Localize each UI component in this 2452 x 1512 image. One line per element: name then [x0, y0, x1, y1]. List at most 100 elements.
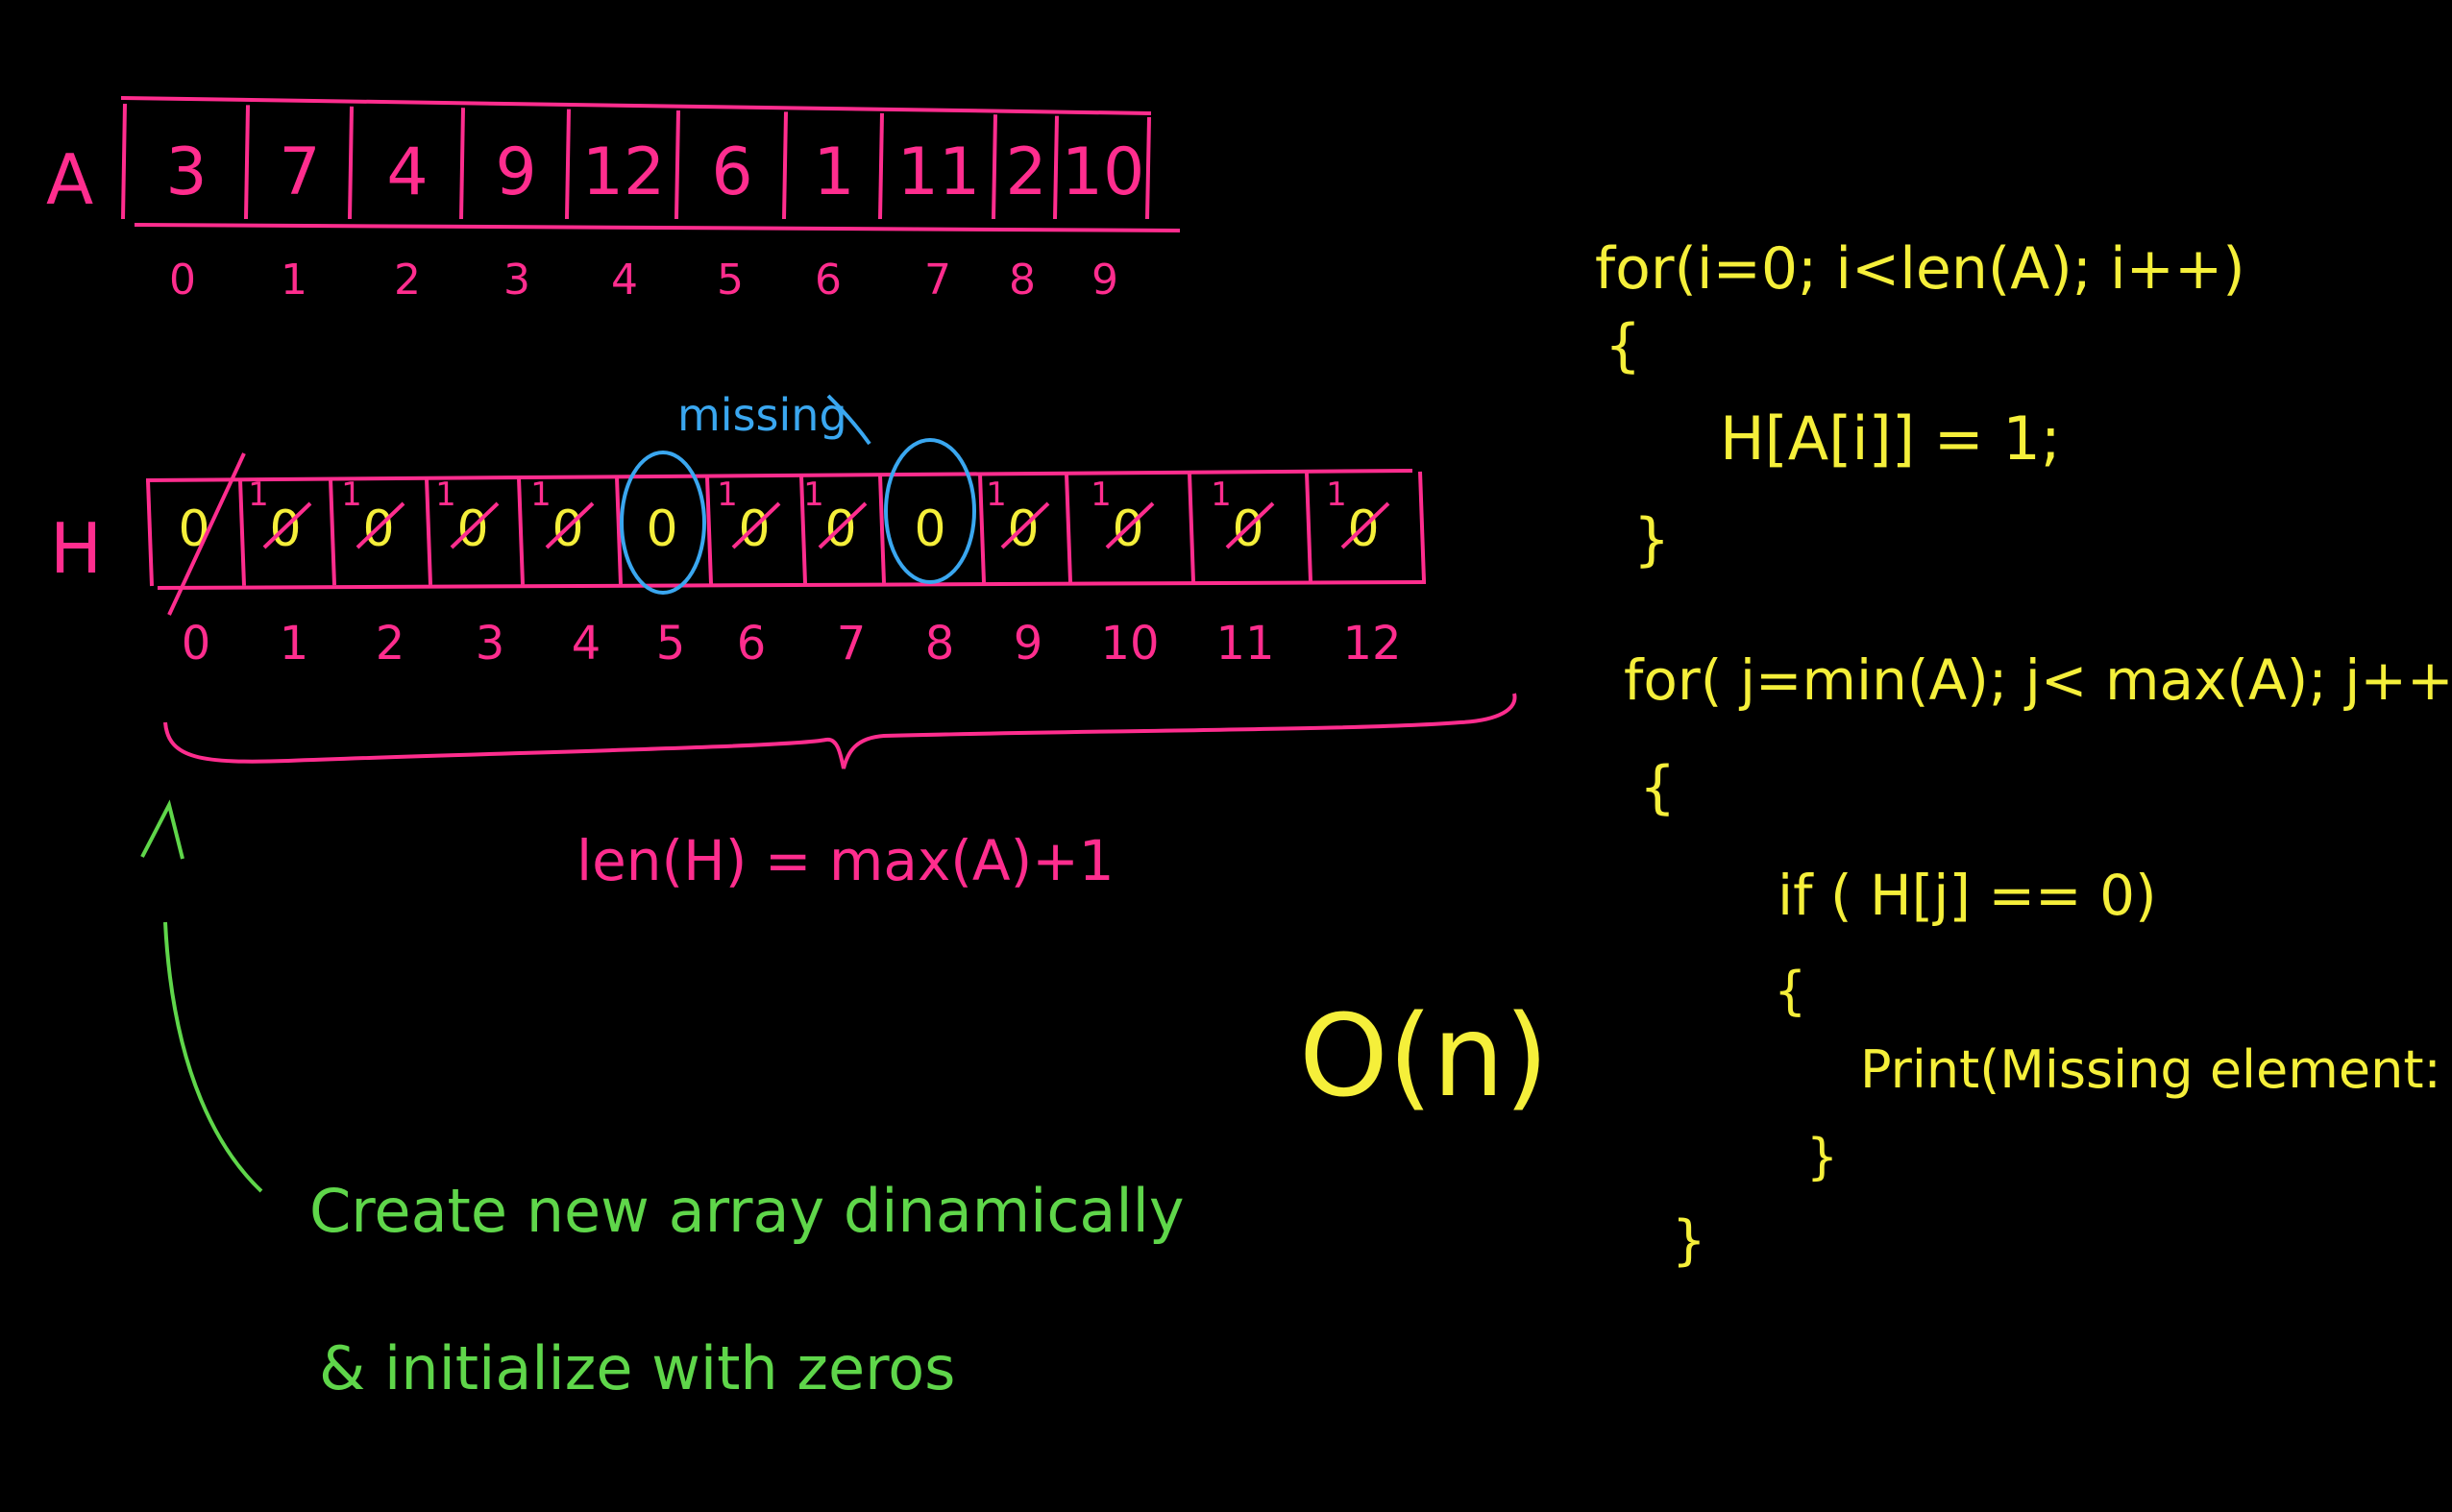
- array-a-index: 3: [503, 256, 530, 305]
- array-h-divider: [799, 476, 807, 584]
- array-h-strike: [818, 501, 868, 549]
- array-a-value: 9: [495, 134, 536, 210]
- array-h-mark: 1: [986, 476, 1007, 514]
- array-a-divider: [674, 110, 680, 220]
- array-a-divider: [121, 103, 127, 220]
- array-h-index: 1: [280, 617, 309, 671]
- array-h-mark: 1: [1211, 476, 1232, 514]
- array-a-divider: [1145, 116, 1151, 220]
- array-h-value: 0: [914, 500, 945, 558]
- array-a-divider: [782, 111, 788, 220]
- code-line-4: }: [1633, 506, 1670, 573]
- array-a-divider: [878, 112, 884, 220]
- array-h-divider: [329, 478, 336, 586]
- missing-circle-8: [884, 438, 976, 584]
- array-h-index: 8: [925, 617, 955, 671]
- array-a-value: 3: [165, 134, 207, 210]
- array-a-name: A: [46, 139, 93, 220]
- array-h-index: 4: [572, 617, 601, 671]
- array-h-index: 2: [376, 617, 405, 671]
- array-a-index: 8: [1009, 256, 1036, 305]
- array-h-strike: [1340, 501, 1390, 549]
- array-h-box: [145, 469, 1427, 590]
- array-h-divider: [1305, 472, 1312, 582]
- array-a-value: 2: [1005, 134, 1046, 210]
- array-h-index: 9: [1014, 617, 1043, 671]
- array-a-value: 12: [582, 134, 666, 210]
- code-line-7: if ( H[j] == 0): [1778, 863, 2157, 928]
- array-a-index: 6: [815, 256, 842, 305]
- code-line-2: {: [1605, 312, 1641, 379]
- array-h-index: 6: [737, 617, 767, 671]
- code-line-5: for( j=min(A); j< max(A); j++): [1624, 647, 2452, 713]
- array-a-index: 4: [611, 256, 638, 305]
- array-h-mark: 1: [248, 476, 269, 514]
- array-a-value: 4: [386, 134, 428, 210]
- array-a-top-edge: [120, 96, 1152, 115]
- array-h-index: 12: [1342, 617, 1401, 671]
- array-h-index: 3: [476, 617, 505, 671]
- note-line-1: Create new array dinamically: [309, 1176, 1185, 1246]
- array-a-value: 1: [813, 134, 854, 210]
- length-brace: [163, 693, 1517, 769]
- array-h-value: 0: [646, 500, 677, 558]
- array-h-divider: [878, 475, 886, 583]
- array-a-index: 2: [394, 256, 421, 305]
- code-block: for(i=0; i<len(A); i++) { H[A[i]] = 1; }…: [1595, 235, 2452, 1272]
- array-a-bottom-edge: [134, 223, 1181, 232]
- array-a-divider: [459, 108, 465, 220]
- array-h-divider: [517, 477, 525, 585]
- code-line-1: for(i=0; i<len(A); i++): [1595, 235, 2245, 303]
- array-h-strike: [1105, 501, 1155, 549]
- missing-label: missing: [677, 389, 847, 441]
- array-a-index: 1: [281, 256, 307, 305]
- array-a-index: 7: [924, 256, 951, 305]
- array-h-index: 7: [837, 617, 867, 671]
- note-arrow-head: [140, 799, 184, 860]
- code-line-6: {: [1639, 754, 1676, 821]
- array-h-divider: [1188, 473, 1195, 582]
- array-h-strike: [450, 501, 500, 549]
- array-a-value: 7: [279, 134, 320, 210]
- array-a-index: 9: [1091, 256, 1118, 305]
- array-h-top-edge: [145, 469, 1413, 482]
- array-a-box: [120, 96, 1181, 232]
- array-h-divider: [146, 479, 154, 587]
- array-h-divider: [238, 479, 246, 586]
- array-a-value: 6: [711, 134, 752, 210]
- code-line-11: }: [1672, 1209, 1706, 1272]
- code-line-8: {: [1774, 961, 1806, 1021]
- array-a-divider: [244, 105, 250, 220]
- complexity-label: O(n): [1299, 989, 1549, 1122]
- array-h-mark: 1: [1091, 476, 1112, 514]
- array-a-value: 10: [1062, 134, 1145, 210]
- note-arrow: [163, 921, 263, 1193]
- array-a-index: 0: [169, 256, 196, 305]
- array-h-index: 5: [656, 617, 686, 671]
- note-line-2: & initialize with zeros: [319, 1333, 955, 1403]
- array-a-divider: [348, 106, 354, 220]
- array-h-index: 11: [1215, 617, 1274, 671]
- array-h-value: 0: [178, 500, 209, 558]
- missing-circle-5: [620, 451, 706, 595]
- array-h-strike: [356, 501, 405, 549]
- array-h-divider: [705, 476, 713, 584]
- array-h-divider: [1065, 473, 1072, 583]
- array-h-strike: [262, 501, 312, 549]
- array-h-divider: [425, 477, 432, 585]
- array-h-divider: [1418, 471, 1426, 581]
- array-h-index: 10: [1100, 617, 1159, 671]
- array-h-strike: [1225, 501, 1275, 549]
- array-h-mark: 1: [803, 476, 824, 514]
- array-h-mark: 1: [1326, 476, 1347, 514]
- code-line-10: }: [1806, 1129, 1838, 1186]
- array-h-strike: [1000, 501, 1050, 549]
- code-line-9: Print(Missing element: j): [1860, 1039, 2452, 1100]
- missing-connector: [826, 394, 871, 446]
- array-a-value: 11: [897, 134, 981, 210]
- len-formula: len(H) = max(A)+1: [576, 828, 1115, 893]
